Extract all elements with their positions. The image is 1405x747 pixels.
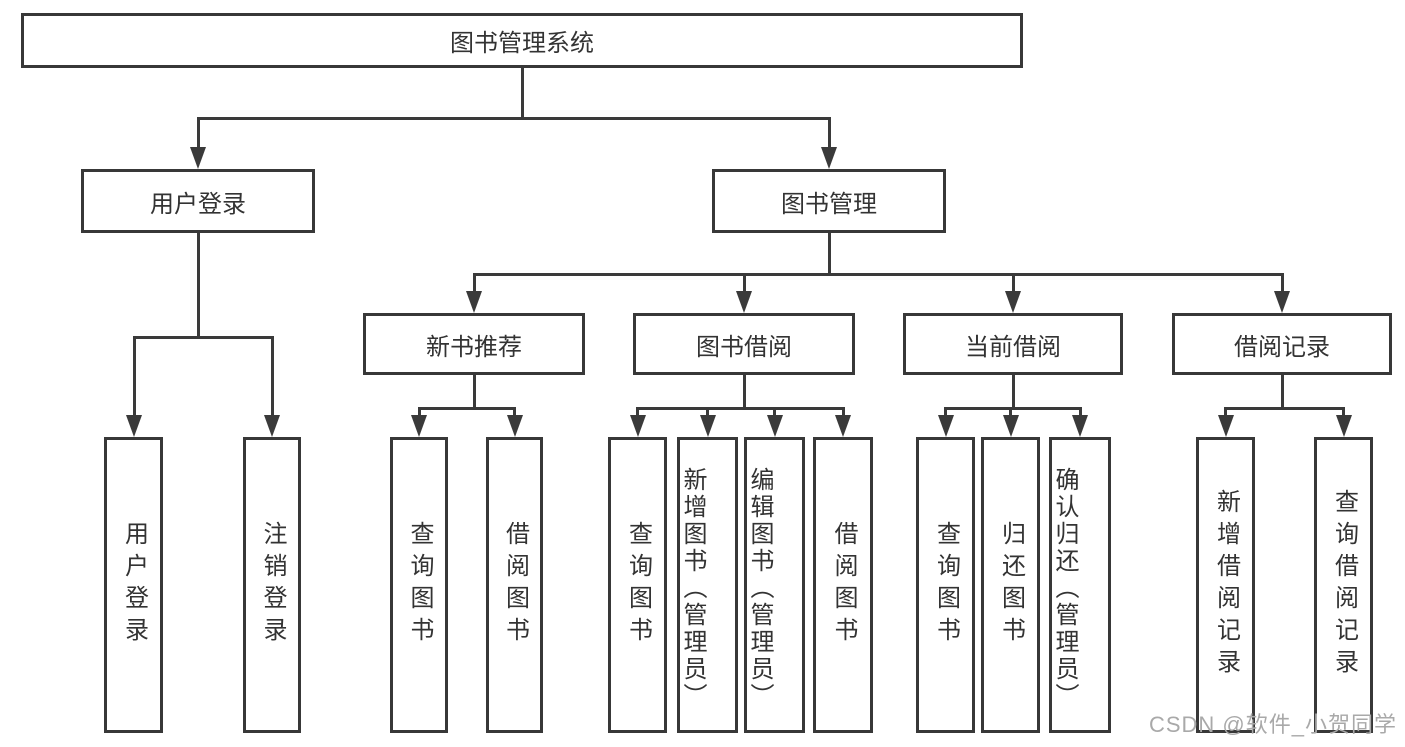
leaf-label: 用户登录 — [120, 521, 148, 649]
leaf-label: 确认归还（管理员） — [1051, 467, 1078, 710]
node-label: 当前借阅 — [965, 333, 1061, 361]
arrow-stem — [706, 407, 709, 421]
node-current-borrowing: 当前借阅 — [903, 313, 1123, 375]
leaf-logout: 注销登录 — [243, 437, 301, 733]
arrow-stem — [636, 407, 639, 421]
leaf-label: 新增借阅记录 — [1212, 489, 1240, 681]
leaf-confirm-return-admin: 确认归还（管理员） — [1049, 437, 1111, 733]
connector-line — [1280, 375, 1284, 410]
arrow-stem — [742, 273, 746, 297]
arrow-stem — [773, 407, 776, 421]
arrow-head-icon — [1072, 415, 1088, 437]
leaf-label: 注销登录 — [259, 521, 286, 649]
connector-line — [198, 117, 830, 120]
arrow-head-icon — [411, 415, 427, 437]
leaf-return-books: 归还图书 — [981, 437, 1040, 733]
arrow-head-icon — [835, 415, 851, 437]
leaf-label: 查询借阅记录 — [1330, 489, 1358, 681]
arrow-head-icon — [937, 415, 954, 437]
connector-line — [472, 375, 476, 410]
leaf-label: 查询图书 — [624, 521, 652, 649]
arrow-head-icon — [1274, 291, 1290, 313]
leaf-borrow-books-recommend: 借阅图书 — [486, 437, 543, 733]
leaf-add-borrow-record: 新增借阅记录 — [1196, 437, 1255, 733]
node-book-borrowing: 图书借阅 — [633, 313, 855, 375]
arrow-head-icon — [466, 291, 482, 313]
leaf-query-books-recommend: 查询图书 — [390, 437, 448, 733]
arrow-head-icon — [766, 415, 783, 437]
leaf-label: 借阅图书 — [830, 521, 857, 649]
node-label: 图书管理系统 — [450, 30, 594, 57]
arrow-head-icon — [1002, 415, 1019, 437]
node-label: 图书管理 — [781, 190, 877, 218]
arrow-stem — [1009, 407, 1012, 421]
arrow-head-icon — [506, 415, 523, 437]
connector-line — [742, 375, 746, 410]
arrow-stem — [1011, 273, 1015, 297]
leaf-query-books-current: 查询图书 — [916, 437, 975, 733]
arrow-stem — [944, 407, 947, 421]
connector-line — [419, 407, 515, 410]
connector-line — [196, 233, 200, 339]
arrow-stem — [472, 273, 476, 297]
leaf-user-login: 用户登录 — [104, 437, 163, 733]
connector-line — [637, 407, 843, 410]
arrow-head-icon — [629, 415, 646, 437]
arrow-stem — [513, 407, 516, 421]
node-borrowing-records: 借阅记录 — [1172, 313, 1392, 375]
arrow-stem — [1224, 407, 1227, 421]
arrow-stem — [196, 117, 200, 153]
leaf-borrow-books-borrowing: 借阅图书 — [813, 437, 873, 733]
arrow-head-icon — [264, 415, 280, 437]
leaf-label: 编辑图书（管理员） — [746, 467, 773, 710]
leaf-label: 归还图书 — [997, 521, 1025, 649]
node-user-login: 用户登录 — [81, 169, 315, 233]
watermark-text: CSDN @软件_小贺同学 — [1148, 712, 1397, 737]
node-label: 新书推荐 — [426, 333, 522, 361]
arrow-head-icon — [1335, 415, 1352, 437]
connector-line — [474, 273, 1282, 276]
arrow-head-icon — [1005, 291, 1021, 313]
arrow-head-icon — [821, 147, 837, 169]
leaf-label: 借阅图书 — [501, 521, 529, 649]
connector-line — [827, 233, 831, 276]
node-new-book-recommend: 新书推荐 — [363, 313, 585, 375]
leaf-query-books-borrowing: 查询图书 — [608, 437, 667, 733]
arrow-stem — [132, 336, 136, 421]
leaf-label: 查询图书 — [932, 521, 960, 649]
node-book-management: 图书管理 — [712, 169, 946, 233]
leaf-edit-books-admin: 编辑图书（管理员） — [744, 437, 805, 733]
leaf-label: 查询图书 — [406, 521, 433, 649]
leaf-add-books-admin: 新增图书（管理员） — [677, 437, 738, 733]
connector-line — [134, 336, 273, 339]
leaf-query-borrow-record: 查询借阅记录 — [1314, 437, 1373, 733]
arrow-head-icon — [126, 415, 142, 437]
arrow-stem — [1280, 273, 1284, 297]
arrow-head-icon — [736, 291, 752, 313]
node-label: 用户登录 — [150, 190, 246, 218]
leaf-label: 新增图书（管理员） — [679, 467, 706, 710]
connector-line — [1225, 407, 1344, 410]
arrow-stem — [417, 407, 421, 421]
connector-line — [520, 68, 524, 120]
arrow-head-icon — [699, 415, 716, 437]
arrow-stem — [827, 117, 831, 153]
connector-line — [1011, 375, 1015, 410]
arrow-stem — [841, 407, 845, 421]
arrow-stem — [1078, 407, 1082, 421]
node-label: 图书借阅 — [696, 333, 792, 361]
arrow-stem — [1342, 407, 1345, 421]
arrow-stem — [270, 336, 274, 421]
node-root-library-management-system: 图书管理系统 — [21, 13, 1023, 68]
arrow-head-icon — [1217, 415, 1234, 437]
node-label: 借阅记录 — [1234, 333, 1330, 361]
connector-line — [945, 407, 1080, 410]
arrow-head-icon — [190, 147, 206, 169]
